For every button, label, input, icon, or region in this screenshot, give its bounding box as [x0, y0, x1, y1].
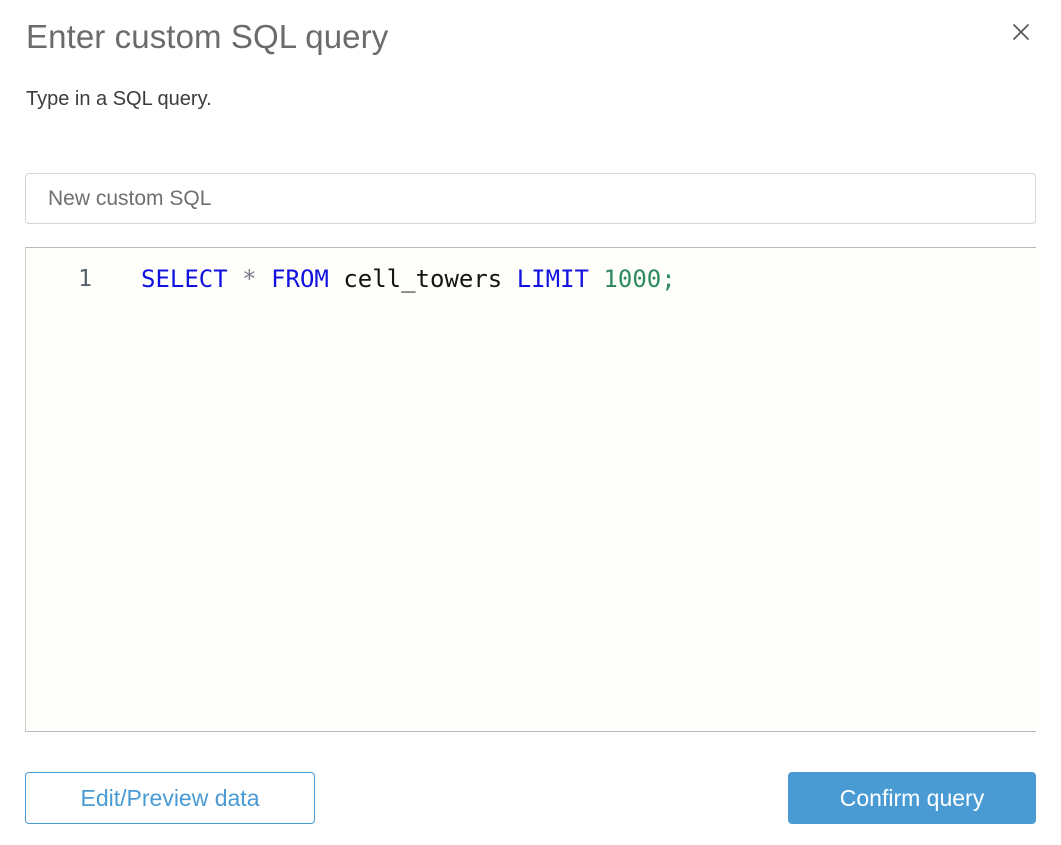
sql-name-input[interactable]	[25, 173, 1036, 224]
token-table-name: cell_towers	[343, 265, 503, 293]
code-line-content[interactable]: SELECT * FROM cell_towers LIMIT 1000;	[92, 262, 676, 296]
token-space	[589, 265, 603, 293]
token-from: FROM	[271, 265, 329, 293]
token-space	[329, 265, 343, 293]
confirm-query-button[interactable]: Confirm query	[788, 772, 1036, 824]
dialog-subtitle: Type in a SQL query.	[26, 88, 212, 110]
token-limit-value: 1000	[603, 265, 662, 293]
token-limit: LIMIT	[516, 265, 589, 293]
close-icon[interactable]	[1001, 12, 1041, 52]
line-number-gutter: 1	[78, 266, 92, 292]
edit-preview-data-button[interactable]: Edit/Preview data	[25, 772, 315, 824]
token-space	[502, 265, 516, 293]
code-line-row: 1 SELECT * FROM cell_towers LIMIT 1000;	[26, 248, 1036, 296]
token-semicolon: ;	[661, 265, 676, 293]
token-select: SELECT	[141, 265, 228, 293]
token-star: *	[242, 265, 257, 293]
sql-code-editor[interactable]: 1 SELECT * FROM cell_towers LIMIT 1000;	[25, 247, 1036, 732]
token-space	[257, 265, 271, 293]
page-title: Enter custom SQL query	[26, 18, 389, 55]
token-space	[228, 265, 242, 293]
